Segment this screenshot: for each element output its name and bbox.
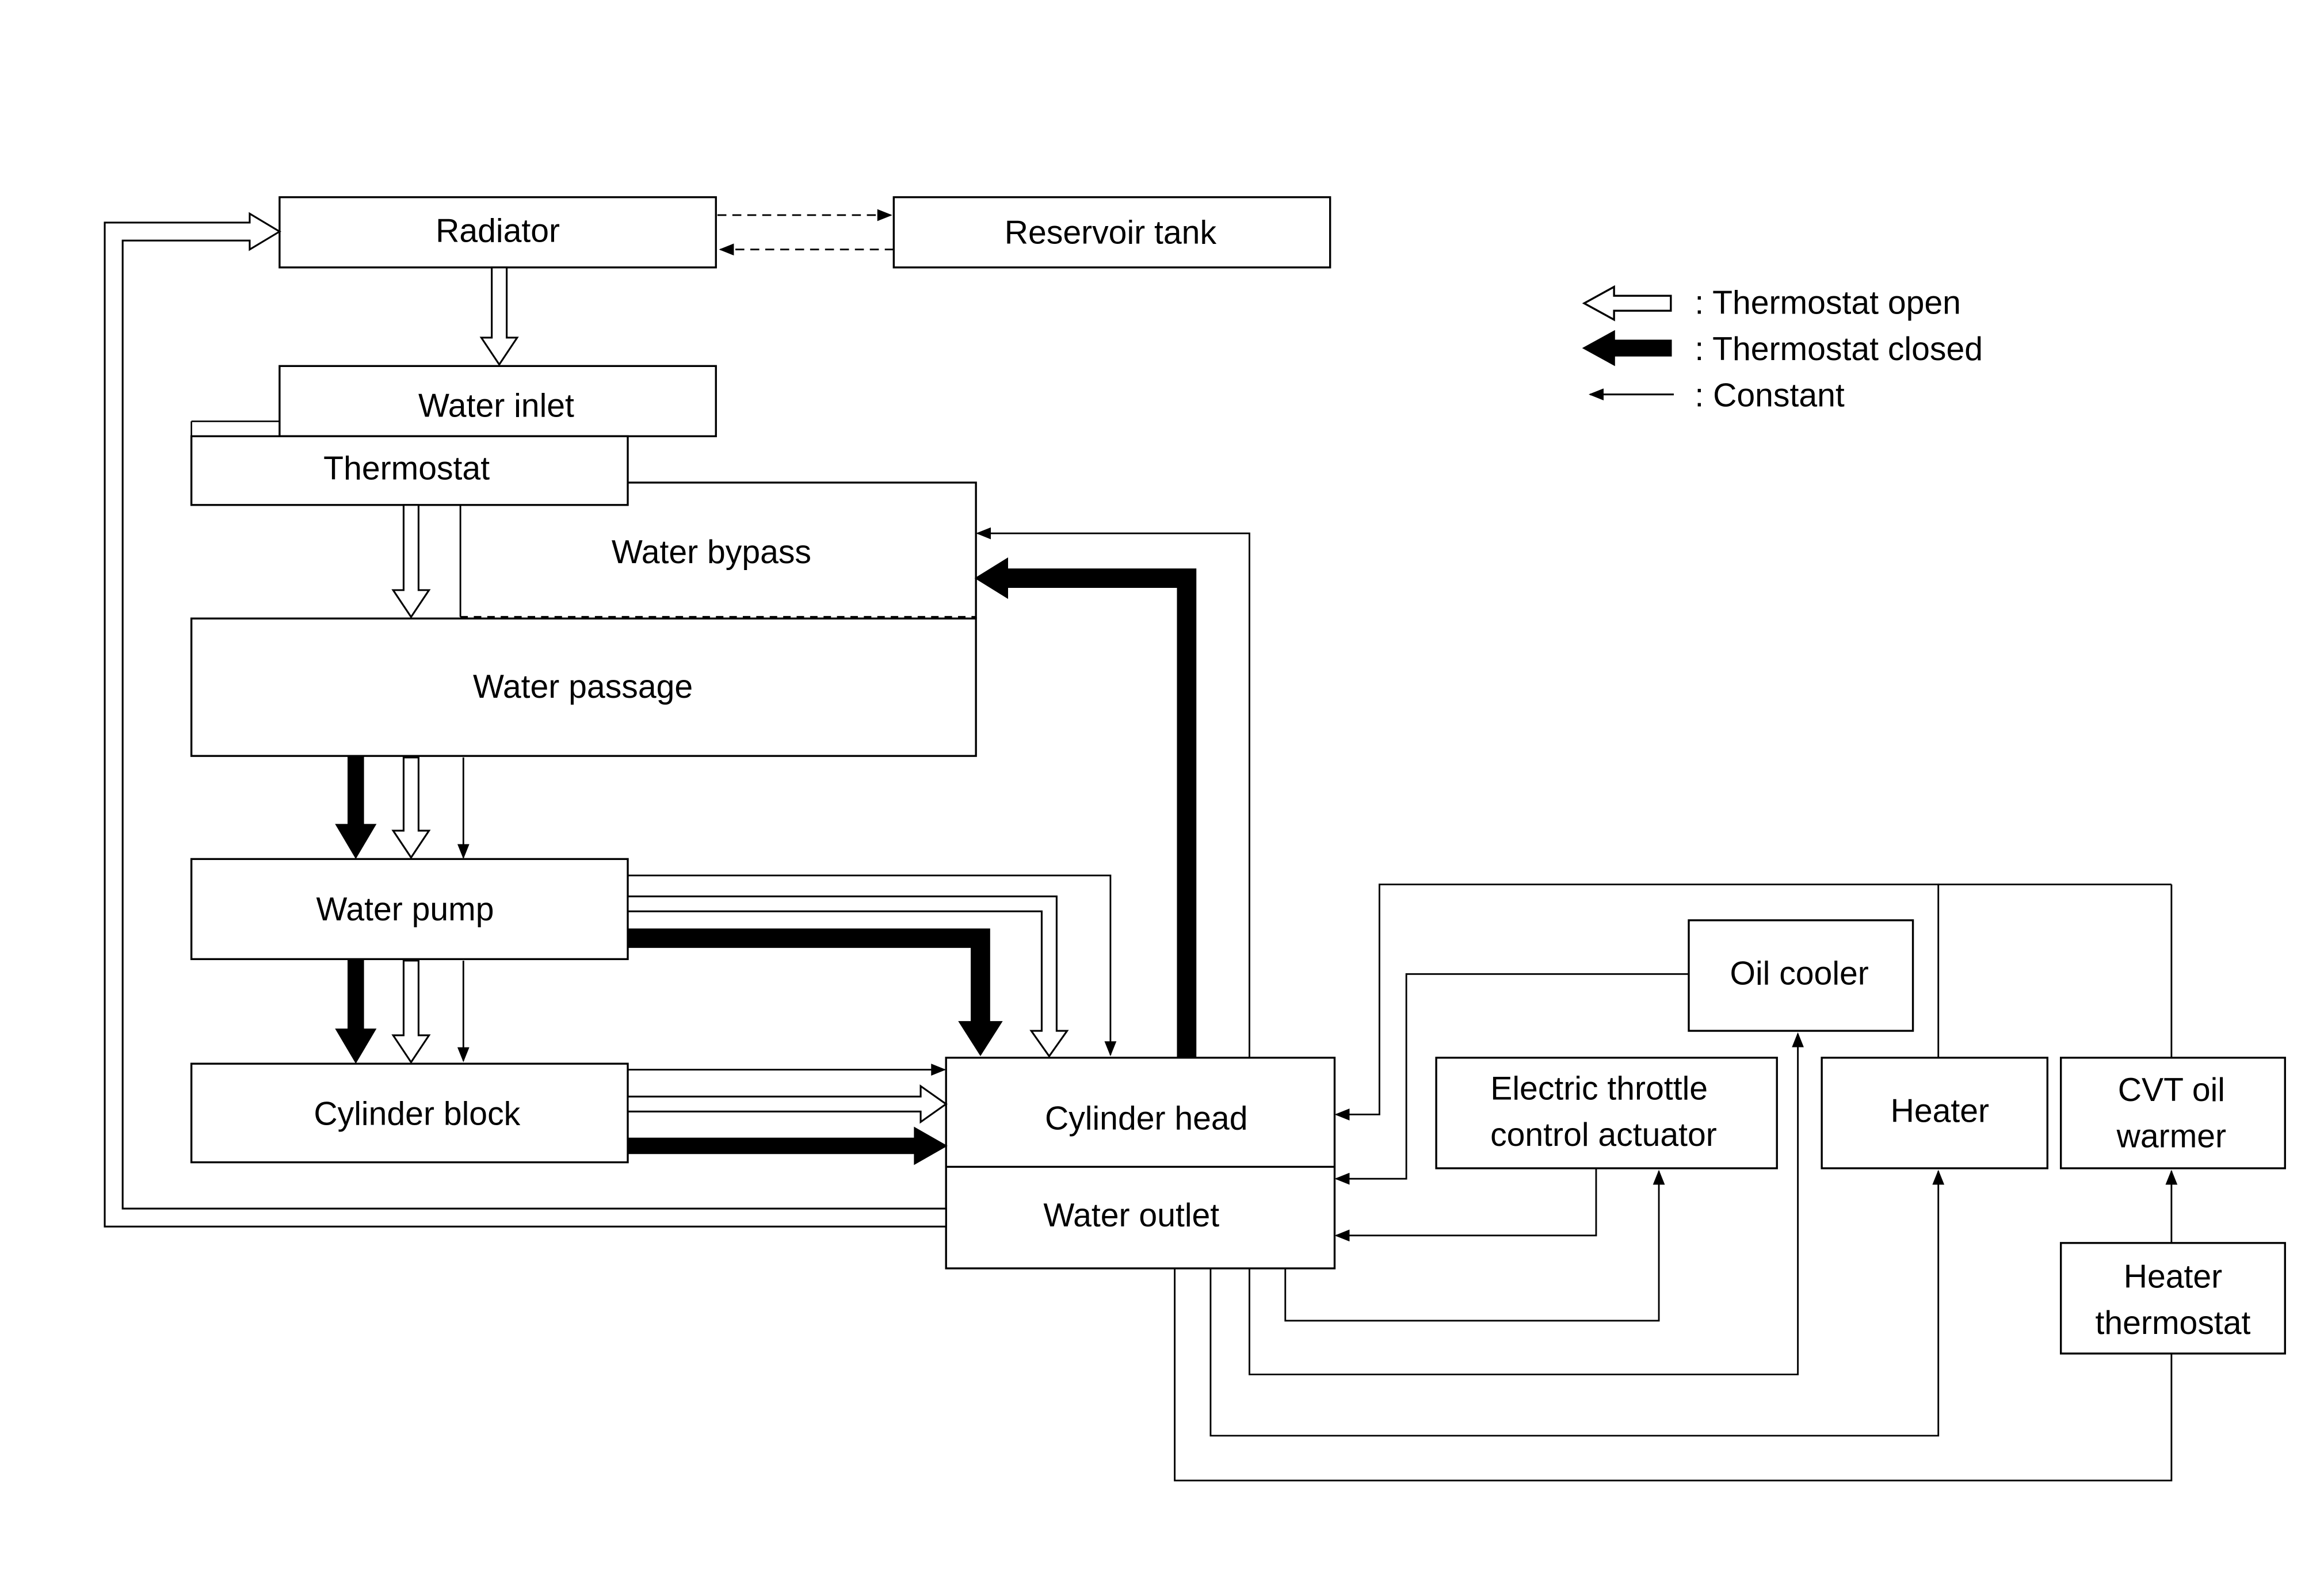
closed-flow-arrows xyxy=(335,557,1197,1165)
cylinder-head-label: Cylinder head xyxy=(1045,1100,1248,1137)
electric-throttle-label-2: control actuator xyxy=(1490,1117,1717,1153)
closed-arrow-head-to-bypass xyxy=(974,557,1197,1057)
water-pump-box xyxy=(190,858,629,961)
water-outlet-label: Water outlet xyxy=(1043,1197,1219,1234)
constant-throttle-return xyxy=(1334,1168,1597,1242)
heater-thermostat-box xyxy=(2060,1242,2286,1355)
constant-heater-cvt-return xyxy=(1334,884,1940,1121)
heater-label: Heater xyxy=(1891,1092,1989,1129)
legend-closed-label: : Thermostat closed xyxy=(1695,331,1983,368)
open-arrow-outlet-to-radiator xyxy=(104,212,947,1228)
constant-pump-to-head xyxy=(628,874,1117,1057)
thermostat-box xyxy=(190,435,629,506)
closed-arrow-passage-to-pump xyxy=(335,756,377,859)
heater-thermostat-label-2: thermostat xyxy=(2096,1305,2251,1341)
oil-cooler-label: Oil cooler xyxy=(1730,955,1869,992)
cylinder-block-box xyxy=(190,1062,629,1164)
radiator-label: Radiator xyxy=(436,213,560,250)
radiator-box xyxy=(278,196,717,269)
legend-constant-label: : Constant xyxy=(1695,377,1845,414)
constant-outlet-to-oil-cooler xyxy=(1249,1032,1804,1375)
heater-thermostat-label-1: Heater xyxy=(2124,1259,2222,1295)
open-flow-arrows xyxy=(104,212,1069,1228)
constant-outlet-to-heater xyxy=(1209,1169,1945,1437)
electric-throttle-box xyxy=(1435,1057,1778,1169)
open-arrow-block-to-head xyxy=(627,1084,948,1124)
legend-open-arrow xyxy=(1582,285,1672,322)
oil-cooler-box xyxy=(1688,919,1914,1032)
cvt-oil-warmer-label-2: warmer xyxy=(2116,1118,2226,1155)
electric-throttle-label-1: Electric throttle xyxy=(1490,1070,1708,1107)
water-bypass-outline xyxy=(628,481,977,619)
legend-closed-arrow xyxy=(1582,330,1672,366)
open-arrow-pump-to-head xyxy=(627,895,1069,1058)
legend: : Thermostat open : Thermostat closed : … xyxy=(1582,284,1983,414)
open-arrow-radiator-to-inlet xyxy=(479,266,519,366)
constant-outlet-to-throttle xyxy=(1284,1169,1665,1322)
water-passage-label: Water passage xyxy=(473,668,693,705)
reservoir-tank-label: Reservoir tank xyxy=(1005,214,1217,251)
open-arrow-passage-to-pump xyxy=(391,756,431,859)
cylinder-head-box xyxy=(945,1057,1336,1270)
reservoir-tank-box xyxy=(892,196,1331,269)
component-labels: Radiator Reservoir tank Water inlet Ther… xyxy=(314,213,2250,1342)
water-bypass-label: Water bypass xyxy=(612,534,811,571)
constant-outlet-to-heater-thermostat xyxy=(1174,1268,2173,1482)
constant-head-to-bypass xyxy=(976,527,1250,1058)
open-arrow-thermostat-to-passage xyxy=(391,504,431,619)
legend-open-label: : Thermostat open xyxy=(1695,284,1961,321)
thermostat-label: Thermostat xyxy=(323,450,490,487)
heater-box xyxy=(1821,1057,2049,1169)
closed-arrow-block-to-head xyxy=(627,1126,948,1165)
cvt-oil-warmer-label-1: CVT oil xyxy=(2118,1072,2225,1108)
constant-oil-cooler-return xyxy=(1334,973,1689,1185)
water-inlet-box xyxy=(278,365,717,438)
water-inlet-label: Water inlet xyxy=(418,388,574,425)
closed-arrow-pump-to-block xyxy=(335,959,377,1064)
water-passage-box xyxy=(190,617,977,757)
constant-flow-lines xyxy=(457,209,2178,1482)
water-pump-label: Water pump xyxy=(316,891,494,928)
cylinder-block-label: Cylinder block xyxy=(314,1096,520,1133)
closed-arrow-pump-to-head xyxy=(627,928,1003,1057)
cvt-oil-warmer-box xyxy=(2060,1057,2286,1169)
bypass-and-dividers xyxy=(190,420,1335,1168)
boxes xyxy=(190,196,2286,1355)
open-arrow-pump-to-block xyxy=(391,959,431,1064)
